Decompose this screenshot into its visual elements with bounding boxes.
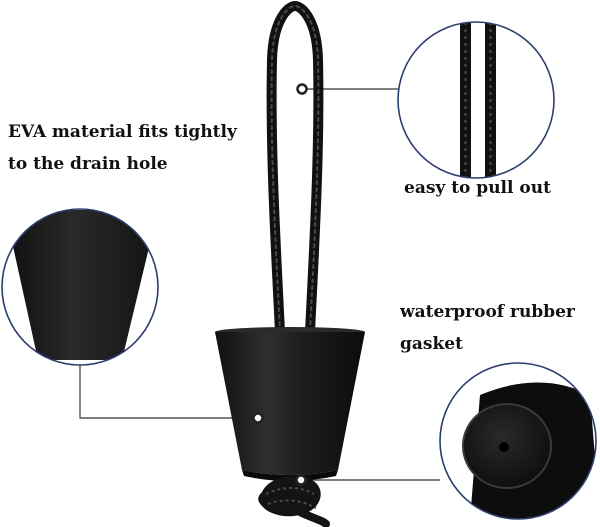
- zoom-rubber-gasket: [439, 362, 597, 520]
- drain-plug: [215, 327, 365, 481]
- caption-gasket-line-2: gasket: [400, 334, 463, 354]
- caption-pull-line-1: easy to pull out: [404, 178, 551, 198]
- rope-loop: [266, 0, 324, 337]
- caption-eva-material: EVA material fits tightly to the drain h…: [8, 116, 268, 180]
- caption-rubber-gasket: waterproof rubber gasket: [400, 296, 600, 360]
- callout-dots: [252, 83, 308, 486]
- zoom-eva-material: [1, 208, 159, 366]
- caption-easy-pull: easy to pull out: [404, 172, 594, 204]
- caption-eva-line-1: EVA material fits tightly: [8, 122, 237, 142]
- rope-knot: [258, 475, 330, 527]
- caption-eva-line-2: to the drain hole: [8, 154, 168, 174]
- zoom-rope: [397, 21, 555, 179]
- caption-gasket-line-1: waterproof rubber: [400, 302, 575, 322]
